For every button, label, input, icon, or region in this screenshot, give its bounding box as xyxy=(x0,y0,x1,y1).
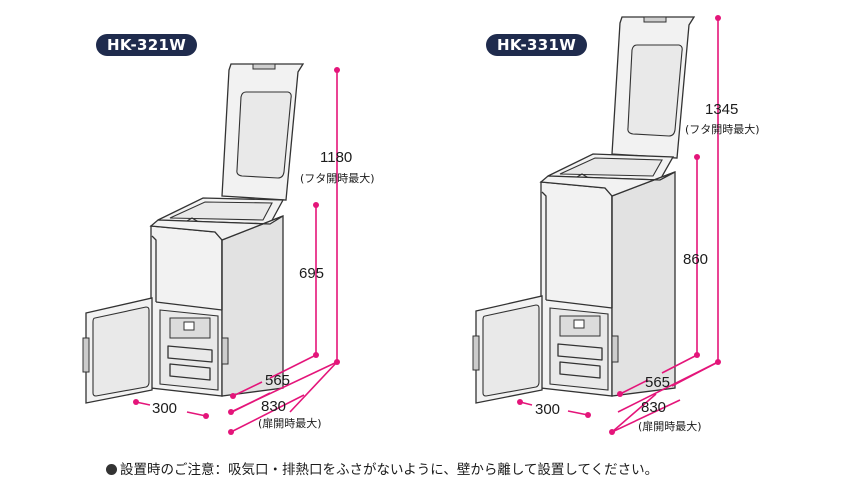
door-open xyxy=(82,297,153,404)
dim-height-lid-open-hk321w: 1180 xyxy=(320,149,352,166)
lid-open xyxy=(611,16,696,159)
dim-depth-door-open-hk331w: 830 xyxy=(641,399,666,416)
dim-depth-door-open-note-hk331w: (扉開時最大) xyxy=(638,419,702,433)
dim-door-width-hk331w: 300 xyxy=(535,401,560,418)
dim-height-hk321w: 695 xyxy=(299,265,324,282)
dim-height-lid-open-note-hk321w: (フタ開時最大) xyxy=(300,171,375,185)
product-hk331w xyxy=(472,16,696,404)
model-badge-hk331w: HK-331W xyxy=(486,34,588,56)
dim-depth-hk331w: 565 xyxy=(645,374,670,391)
dim-depth-door-open-note-hk321w: (扉開時最大) xyxy=(258,416,322,430)
door-open xyxy=(472,295,543,404)
installation-note: 設置時のご注意：吸気口・排熱口をふさがないように、壁から離して設置してください。 xyxy=(106,458,658,478)
dim-height-lid-open-hk331w: 1345 xyxy=(705,101,738,118)
dim-height-hk331w: 860 xyxy=(683,251,708,268)
dimension-lines-hk331w xyxy=(517,15,721,435)
lid-open xyxy=(221,63,305,201)
bullet-icon xyxy=(106,464,117,475)
dim-height-lid-open-note-hk331w: (フタ開時最大) xyxy=(685,122,760,136)
dimension-lines-hk321w xyxy=(133,67,340,435)
dim-depth-door-open-hk321w: 830 xyxy=(261,398,286,415)
model-badge-hk321w: HK-321W xyxy=(96,34,198,56)
product-hk321w xyxy=(82,63,305,404)
dim-door-width-hk321w: 300 xyxy=(152,400,177,417)
dim-depth-hk321w: 565 xyxy=(265,372,290,389)
installation-note-text: 設置時のご注意：吸気口・排熱口をふさがないように、壁から離して設置してください。 xyxy=(120,462,659,478)
